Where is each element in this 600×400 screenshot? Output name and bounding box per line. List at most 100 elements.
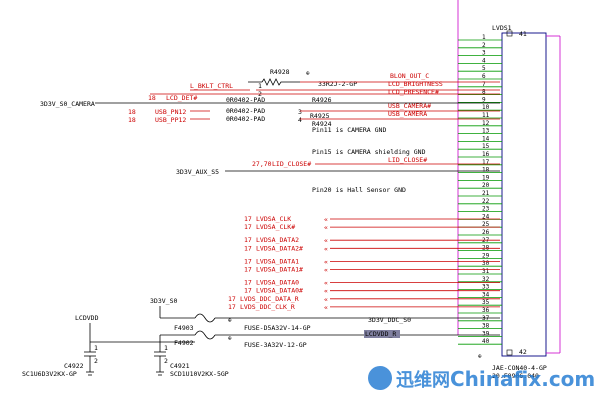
pin-number: 12 — [482, 120, 490, 127]
connector-pin-42: 42 — [519, 348, 527, 356]
pin-number: 14 — [482, 135, 490, 142]
r4924-label: R4924 — [312, 120, 332, 128]
pin-number: 10 — [482, 104, 490, 111]
lcd-det: LCD_DET# — [166, 94, 197, 102]
ref-18c: 18 — [128, 116, 136, 124]
lvds-label: LVDSA_DATA1# — [256, 266, 303, 274]
pin-number: 5 — [482, 65, 486, 72]
c4922-pin1: 1 — [94, 344, 98, 352]
c4922-val: SC1U6D3V2KX-GP — [22, 370, 77, 378]
pin-number: 23 — [482, 206, 490, 213]
pin-number: 24 — [482, 213, 490, 220]
power-section: 3D3V_S0 F4903 ⊕ FUSE-D5A32V-14-GP 3D3V_D… — [22, 297, 500, 378]
ref-18a: 18 — [148, 94, 156, 102]
lvds-ref: 17 — [244, 279, 252, 287]
lvds-label: LVDSA_DATA1 — [256, 257, 299, 265]
watermark-en: Chinafix.com — [450, 367, 595, 391]
lbklt-ctrl: L_BKLT_CTRL — [190, 82, 233, 90]
c4921-pin2: 2 — [164, 357, 168, 365]
lvds-label: LVDS_DDC_CLK_R — [240, 303, 295, 311]
pin-number: 8 — [482, 89, 486, 96]
f4902-mark: ⊕ — [228, 335, 232, 342]
lcdvdd-r: LCDVDD_R — [365, 330, 396, 338]
connector-mark: ⊕ — [478, 353, 482, 360]
f4903: F4903 — [174, 324, 194, 332]
pin-number: 2 — [482, 42, 486, 49]
lvds-label: LVDSA_CLK — [256, 215, 291, 223]
note-pin20: Pin20 is Hall Sensor GND — [312, 186, 406, 194]
pin-number: 29 — [482, 252, 490, 259]
pin-number: 1 — [482, 34, 486, 41]
lcd-presence: LCD_PRESENCE# — [388, 88, 439, 96]
r4925-label: R4925 — [310, 112, 330, 120]
lvds-connector: LVDS1 41 42 JAE-CON40-4-GP 20.F0906.040 … — [457, 0, 561, 380]
pin-number: 11 — [482, 112, 490, 119]
lvds-label: LVDSA_DATA2 — [256, 236, 299, 244]
lvds-ref: 17 — [244, 287, 252, 295]
c4921: C4921 — [170, 362, 190, 370]
lvds-ref: 17 — [244, 223, 252, 231]
pin-number: 36 — [482, 307, 490, 314]
lid-close-right: LID_CLOSE# — [388, 156, 427, 164]
lvds-ref: 17 — [244, 236, 252, 244]
n3: 3 — [298, 108, 302, 116]
usb-camera-n: USB_CAMERA# — [388, 102, 431, 110]
lvds-arrow: « — [324, 258, 328, 266]
lvds-ref: 17 — [228, 303, 236, 311]
v3d3-s0: 3D3V_S0 — [150, 297, 177, 305]
lvds-arrow: « — [324, 216, 328, 224]
note-pin15: Pin15 is CAMERA shielding GND — [312, 148, 426, 156]
r4928-label: R4928 — [270, 68, 290, 76]
pin-number: 18 — [482, 167, 490, 174]
ddc-s0: 3D3V_DDC_S0 — [368, 316, 411, 324]
f4903-mark: ⊕ — [228, 317, 232, 324]
camera-net: 3D3V_S0_CAMERA — [40, 100, 95, 108]
watermark: 迅维网 Chinafix.com — [368, 366, 595, 391]
pin-number: 4 — [482, 57, 486, 64]
lvds-ref: 17 — [244, 215, 252, 223]
pin-number: 21 — [482, 190, 490, 197]
pin-number: 13 — [482, 128, 490, 135]
pin-number: 15 — [482, 143, 490, 150]
lid-ref: 27,70 — [252, 160, 272, 168]
pad3: 0R0402-PAD — [226, 115, 265, 123]
blon-out: BLON_OUT_C — [390, 72, 429, 80]
n1-a: 1 — [258, 82, 262, 90]
lvds-label: LVDS_DDC_DATA_R — [240, 295, 299, 303]
lvds-arrow: « — [324, 237, 328, 245]
f4902: F4902 — [174, 339, 194, 347]
fuse1: FUSE-D5A32V-14-GP — [244, 324, 311, 332]
lid-close-left: LID_CLOSE# — [272, 160, 311, 168]
usb-camera: USB_CAMERA — [388, 110, 427, 118]
lvds-label: LVDSA_CLK# — [256, 223, 295, 231]
pin-number: 26 — [482, 229, 490, 236]
pad1: 0R0402-PAD — [226, 96, 265, 104]
pin-number: 33 — [482, 284, 490, 291]
connector-pin-41: 41 — [519, 30, 527, 38]
top-nets: R4928 33R2J-2-GP ⊕ L_BKLT_CTRL 18 LCD_DE… — [40, 68, 500, 128]
watermark-cn: 迅维网 — [396, 369, 450, 391]
pin-number: 35 — [482, 299, 490, 306]
lvds-arrow: « — [324, 224, 328, 232]
lvds-arrow: « — [324, 287, 328, 295]
r4928-mark: ⊕ — [306, 70, 310, 77]
lvds-ref: 17 — [244, 266, 252, 274]
pin-number: 32 — [482, 276, 490, 283]
c4922-pin2: 2 — [94, 357, 98, 365]
pin-number: 7 — [482, 81, 486, 88]
pin-number: 20 — [482, 182, 490, 189]
usb-pp12: USB_PP12 — [155, 116, 186, 124]
connector-part2: 20.F0906.040 — [492, 372, 539, 380]
r4928-value: 33R2J-2-GP — [318, 80, 357, 88]
pin-number: 6 — [482, 73, 486, 80]
pin-number: 25 — [482, 221, 490, 228]
lid-close: 3D3V_AUX_S5 27,70 LID_CLOSE# LID_CLOSE# — [176, 156, 500, 176]
connector-ref: LVDS1 — [492, 24, 512, 32]
connector-part: JAE-CON40-4-GP — [492, 364, 547, 372]
lvds-ref: 17 — [244, 244, 252, 252]
lcd-brightness: LCD_BRIGHTNESS — [388, 80, 443, 88]
aux-s5: 3D3V_AUX_S5 — [176, 168, 219, 176]
lcdvdd: LCDVDD — [75, 314, 99, 322]
pin-number: 38 — [482, 323, 490, 330]
